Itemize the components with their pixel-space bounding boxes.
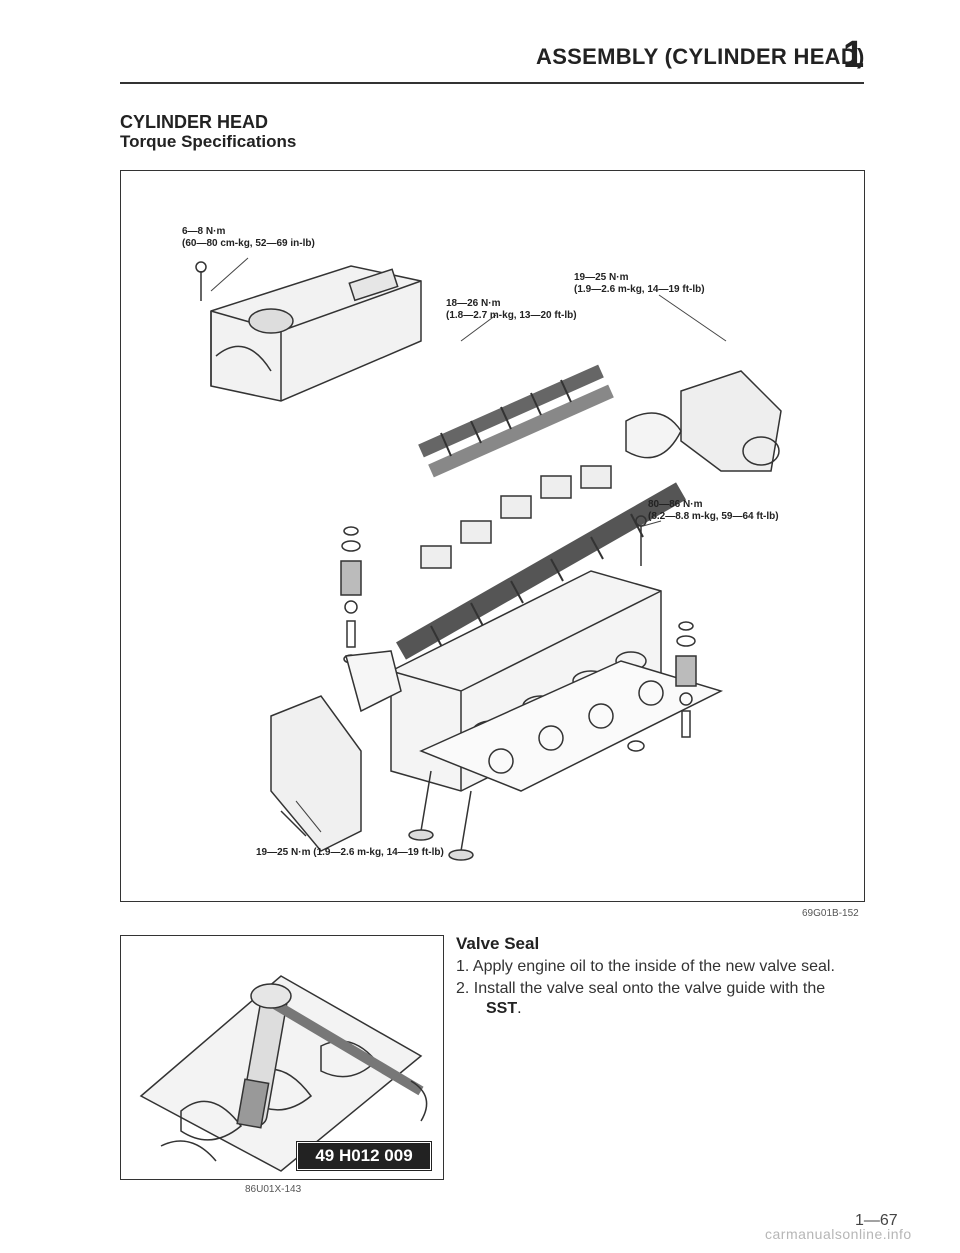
- valve-seal-installer-illustration: [139, 975, 428, 1172]
- torque-label-head-bolt: 80—86 N·m (8.2—8.8 m-kg, 59—64 ft-lb): [648, 499, 779, 522]
- small-figure-code: 86U01X-143: [245, 1184, 302, 1195]
- camshafts: [396, 364, 686, 660]
- valves: [408, 770, 474, 861]
- torque-label-timing-cover: 19—25 N·m (1.9—2.6 m-kg, 14—19 ft-lb): [256, 847, 444, 858]
- valve-seal-step-2: 2. Install the valve seal onto the valve…: [456, 980, 826, 997]
- valve-seal-installer-figure: 49 H012 009: [120, 935, 444, 1180]
- section-subtitle: Torque Specifications: [120, 132, 297, 151]
- water-outlet-housing: [625, 370, 782, 472]
- sst-tool-number-tag: 49 H012 009: [296, 1141, 432, 1171]
- camshaft-caps: [420, 465, 612, 569]
- watermark: carmanualsonline.info: [765, 1226, 912, 1242]
- header-rule: [120, 82, 864, 84]
- page-header-title: ASSEMBLY (CYLINDER HEAD): [536, 44, 865, 69]
- torque-label-camshaft-cap: 18—26 N·m (1.8—2.7 m-kg, 13—20 ft-lb): [446, 298, 577, 321]
- valve-seal-title: Valve Seal: [456, 934, 540, 953]
- torque-label-water-outlet: 19—25 N·m (1.9—2.6 m-kg, 14—19 ft-lb): [574, 272, 705, 295]
- torque-label-head-cover: 6—8 N·m (60—80 cm-kg, 52—69 in-lb): [182, 226, 315, 249]
- exploded-view-figure: 6—8 N·m (60—80 cm-kg, 52—69 in-lb) 19—25…: [120, 170, 865, 902]
- leader-lines: [210, 257, 727, 833]
- timing-belt-cover: [270, 650, 402, 852]
- head-cover: [195, 261, 422, 402]
- valve-spring-stack-right: [627, 621, 697, 752]
- bolt-head-right: [635, 515, 647, 566]
- exploded-view-illustration: [195, 257, 782, 861]
- page-number: 1—67: [855, 1212, 898, 1229]
- valve-seal-step-1: 1. Apply engine oil to the inside of the…: [456, 958, 835, 975]
- section-title: CYLINDER HEAD: [120, 112, 269, 132]
- main-figure-code: 69G01B-152: [802, 908, 859, 919]
- section-number: 1: [843, 34, 865, 76]
- valve-seal-sst: SST.: [486, 1000, 522, 1017]
- valve-spring-stack-left: [340, 526, 362, 664]
- head-gasket: [419, 660, 724, 792]
